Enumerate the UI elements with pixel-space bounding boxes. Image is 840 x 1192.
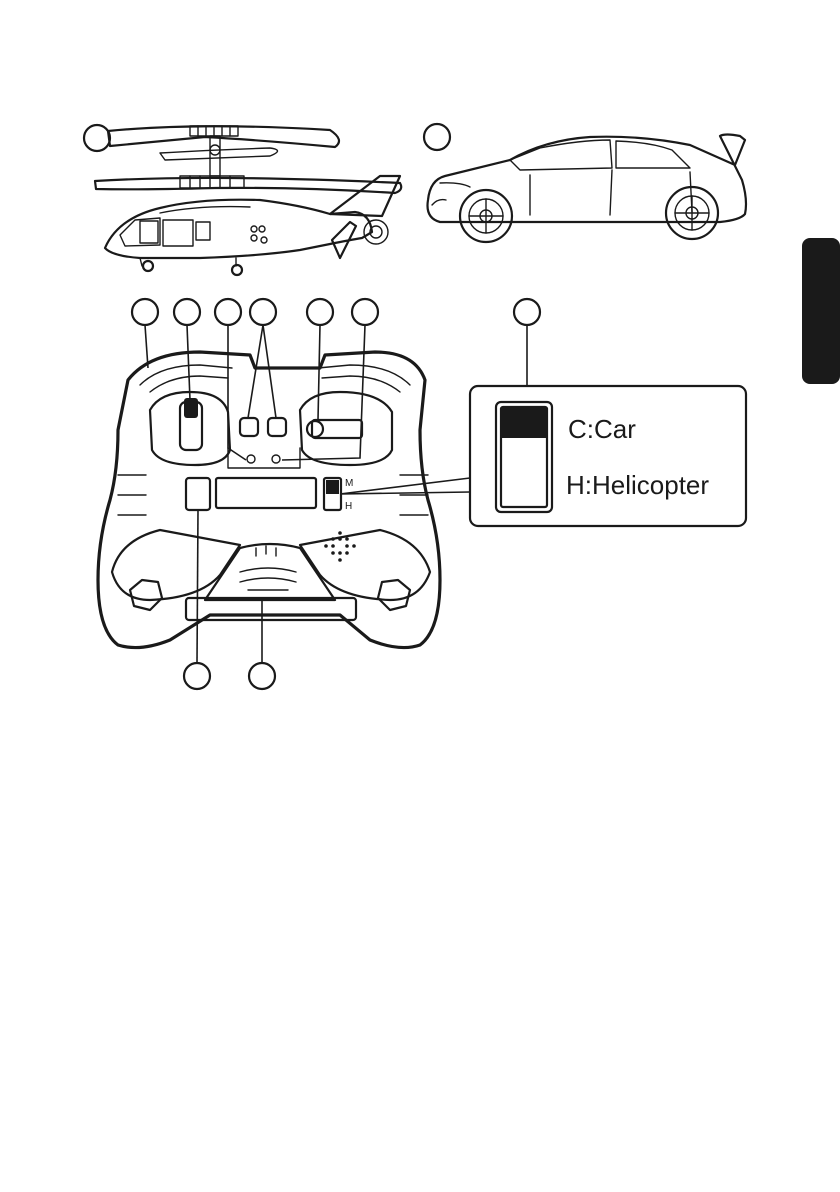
marker-circle-5: [215, 299, 241, 325]
marker-circle-10: [184, 663, 210, 689]
switch-callout: C:Car H:Helicopter: [470, 386, 746, 526]
marker-circle-3: [132, 299, 158, 325]
remote-control-illustration: M H: [98, 352, 440, 648]
remote-switch-mark-h: H: [345, 501, 352, 512]
marker-circle-2: [424, 124, 450, 150]
switch-knob: [502, 408, 546, 438]
marker-circle-8: [352, 299, 378, 325]
marker-circle-7: [307, 299, 333, 325]
car-illustration: [428, 135, 747, 243]
side-section-tab: [802, 238, 840, 384]
switch-label-helicopter: H:Helicopter: [566, 470, 709, 500]
marker-circle-11: [249, 663, 275, 689]
marker-circle-4: [174, 299, 200, 325]
marker-circle-9: [514, 299, 540, 325]
remote-switch-mark-m: M: [345, 478, 353, 489]
switch-label-car: C:Car: [568, 414, 636, 444]
marker-circle-6: [250, 299, 276, 325]
helicopter-illustration: [95, 126, 401, 275]
marker-circle-1: [84, 125, 110, 151]
